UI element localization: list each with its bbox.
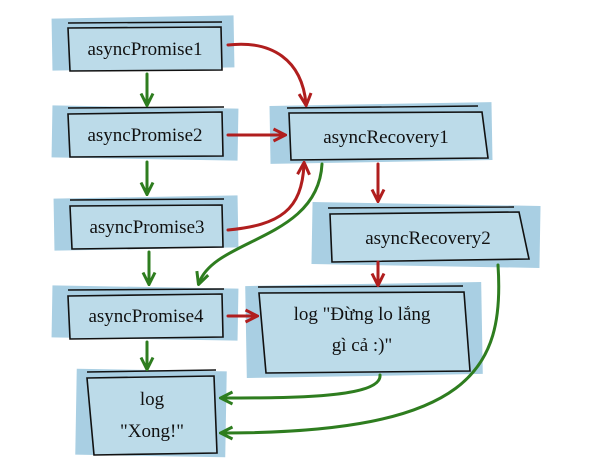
node-async-promise-3: asyncPromise3	[53, 195, 239, 251]
node-async-recovery-1: asyncRecovery1	[269, 102, 493, 164]
arrow-recovery1-to-promise4	[199, 162, 324, 283]
arrow-promise3-to-recovery1	[226, 164, 304, 232]
node-log-done: log "Xong!"	[75, 368, 227, 458]
arrow-promise1-to-recovery1	[226, 42, 306, 104]
node-log-done-line-2: "Xong!"	[120, 421, 184, 442]
node-async-promise-1: asyncPromise1	[51, 15, 235, 72]
node-log-error-line-1: log "Đừng lo lắng	[294, 304, 431, 325]
node-async-promise-2: asyncPromise2	[51, 105, 239, 161]
node-log-error: log "Đừng lo lắng gì cả :)"	[245, 281, 483, 379]
node-async-recovery-2-label: asyncRecovery2	[365, 228, 491, 249]
node-log-done-line-1: log	[140, 389, 165, 410]
node-async-recovery-2: asyncRecovery2	[311, 202, 541, 268]
arrow-recovery2-to-log-done	[222, 263, 501, 433]
node-async-recovery-1-label: asyncRecovery1	[323, 127, 449, 148]
node-log-error-line-2: gì cả :)"	[332, 335, 393, 356]
node-async-promise-2-label: asyncPromise2	[87, 125, 202, 146]
node-async-promise-4: asyncPromise4	[51, 285, 239, 341]
success-arrows	[147, 72, 501, 433]
node-async-promise-1-label: asyncPromise1	[87, 39, 202, 60]
node-async-promise-3-label: asyncPromise3	[89, 217, 204, 238]
node-async-promise-4-label: asyncPromise4	[88, 306, 204, 327]
failure-arrows	[226, 42, 378, 316]
arrow-log-error-to-log-done	[222, 373, 382, 398]
